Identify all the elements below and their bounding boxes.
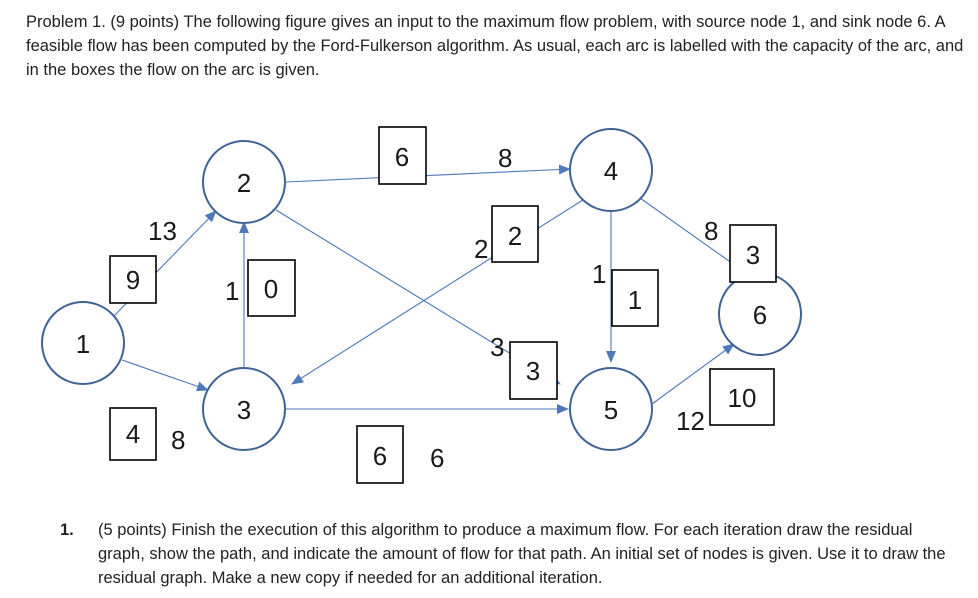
edge-5-6-flow-box xyxy=(709,368,775,426)
edge-4-3-capacity: 2 xyxy=(474,234,488,264)
edge-3-2-capacity: 1 xyxy=(225,276,239,306)
question-number: 1. xyxy=(60,521,74,539)
edge-2-5-flow: 3 xyxy=(526,356,540,386)
edge-4-6-flow: 3 xyxy=(746,240,760,270)
node-6-label: 6 xyxy=(753,300,767,330)
edge-4-5-flow-box xyxy=(611,269,659,327)
edge-5-6 xyxy=(651,343,735,405)
node-1-label: 1 xyxy=(76,329,90,359)
edge-5-6-flow: 10 xyxy=(728,383,757,413)
edge-4-5-flow: 1 xyxy=(628,285,642,315)
node-3-label: 3 xyxy=(237,395,251,425)
edge-4-6-flow-box xyxy=(729,224,777,283)
edge-3-5-capacity: 6 xyxy=(430,443,444,473)
edge-2-4 xyxy=(285,164,571,183)
edge-3-5-flow-box xyxy=(356,425,404,484)
edge-1-2-flow: 9 xyxy=(126,265,140,295)
node-3: 3 xyxy=(202,367,286,451)
edge-2-4-capacity: 8 xyxy=(498,143,512,173)
edge-1-3 xyxy=(121,359,209,392)
node-6: 6 xyxy=(718,272,802,356)
edge-1-2-capacity: 13 xyxy=(148,216,177,246)
edge-2-4-flow-box xyxy=(378,126,427,185)
edge-2-5-capacity: 3 xyxy=(490,332,504,362)
edge-1-3-flow-box xyxy=(109,407,157,461)
edge-1-3-capacity: 8 xyxy=(171,425,185,455)
edge-4-3-flow-box xyxy=(491,205,539,263)
edge-3-5-flow: 6 xyxy=(373,441,387,471)
edge-4-6-capacity: 8 xyxy=(704,216,718,246)
node-5-label: 5 xyxy=(604,395,618,425)
edge-2-4-flow: 6 xyxy=(395,142,409,172)
node-4: 4 xyxy=(569,128,653,212)
node-4-label: 4 xyxy=(604,156,618,186)
node-1: 1 xyxy=(41,301,125,385)
node-2: 2 xyxy=(202,140,286,224)
edge-1-3-flow: 4 xyxy=(126,419,140,449)
node-5: 5 xyxy=(569,367,653,451)
edge-3-2-flow: 0 xyxy=(264,274,278,304)
edge-5-6-capacity: 12 xyxy=(676,406,705,436)
question-text: (5 points) Finish the execution of this … xyxy=(98,521,946,587)
edge-2-5-flow-box xyxy=(509,341,558,400)
edge-4-5-capacity: 1 xyxy=(592,259,606,289)
edge-3-2-flow-box xyxy=(247,259,296,317)
edge-4-3-flow: 2 xyxy=(508,221,522,251)
edge-1-2-flow-box xyxy=(109,255,157,304)
problem-statement: Problem 1. (9 points) The following figu… xyxy=(26,13,964,79)
node-2-label: 2 xyxy=(237,168,251,198)
